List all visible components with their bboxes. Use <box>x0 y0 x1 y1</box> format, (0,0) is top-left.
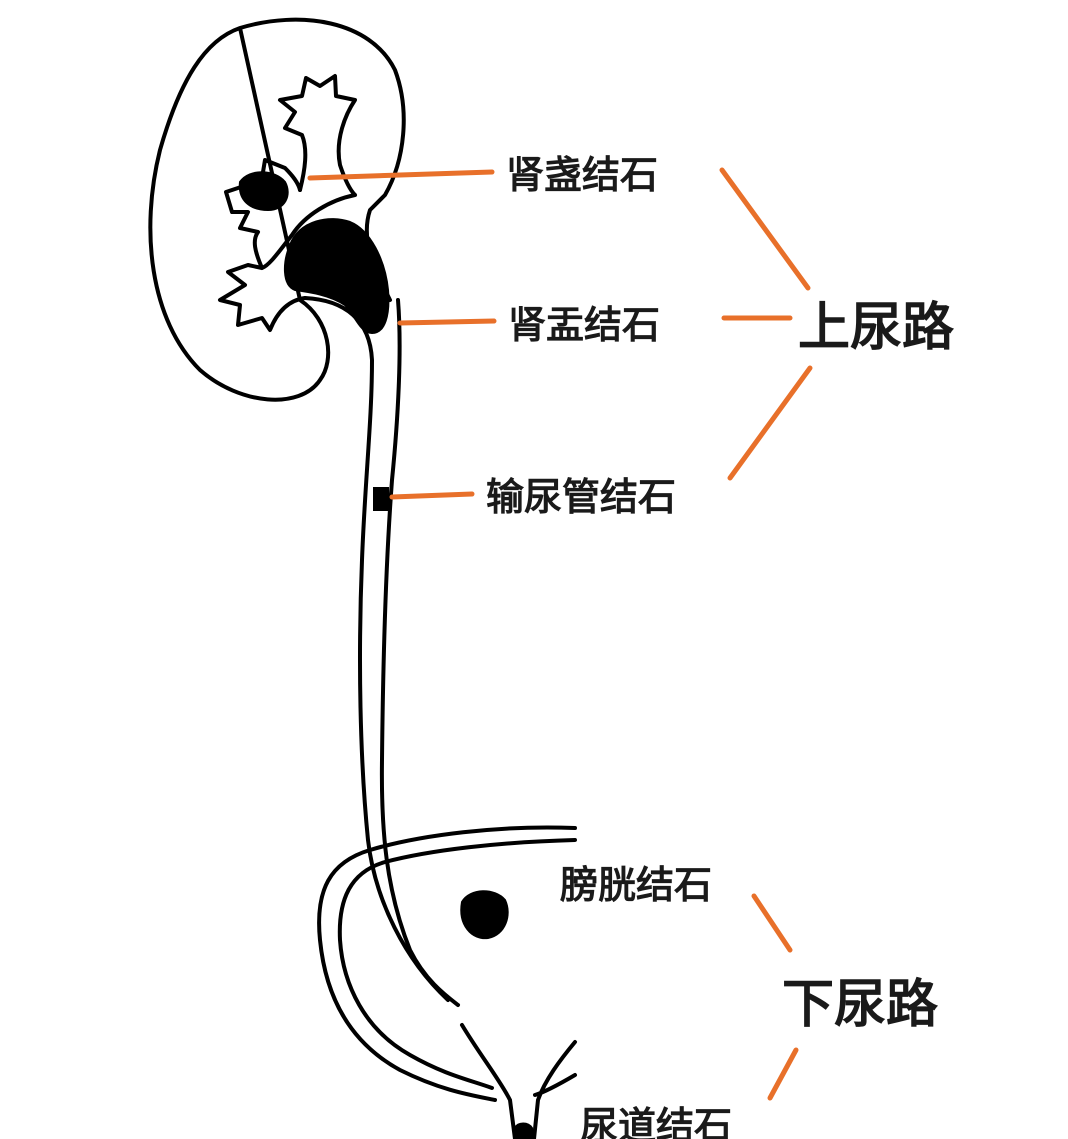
leader-calyx-to-group <box>719 167 811 291</box>
kidney-outline <box>148 17 406 402</box>
leader-calyx <box>307 169 495 181</box>
label-bladder-stone: 膀胱结石 <box>560 863 712 907</box>
label-pelvis-stone: 肾盂结石 <box>508 303 660 347</box>
label-calyx-stone: 肾盏结石 <box>506 153 658 197</box>
bladder-stone-mark <box>460 890 509 940</box>
bladder-outline <box>317 825 577 1102</box>
label-urethra-stone: 尿道结石 <box>580 1104 732 1139</box>
bladder-outline-inner <box>337 838 577 1090</box>
label-ureter-stone: 输尿管结石 <box>486 475 676 519</box>
leader-bladder-to-group <box>751 893 793 953</box>
group-upper-tract: 上尿路 <box>798 298 955 358</box>
pelvis-stone-mark <box>284 218 390 335</box>
calyx-stone-mark <box>238 171 289 212</box>
urethra-stone-mark <box>514 1122 533 1139</box>
leader-pelvis <box>397 318 497 326</box>
leader-ureter <box>389 491 475 500</box>
urethra-outline <box>460 1023 577 1139</box>
ureter-outline-inner <box>379 298 460 1007</box>
ureter-stone-mark <box>373 487 389 511</box>
ureter-outline <box>303 296 450 1002</box>
leader-urethra-to-group <box>767 1047 799 1101</box>
leader-ureter-to-group <box>727 365 813 481</box>
group-lower-tract: 下尿路 <box>782 975 939 1035</box>
